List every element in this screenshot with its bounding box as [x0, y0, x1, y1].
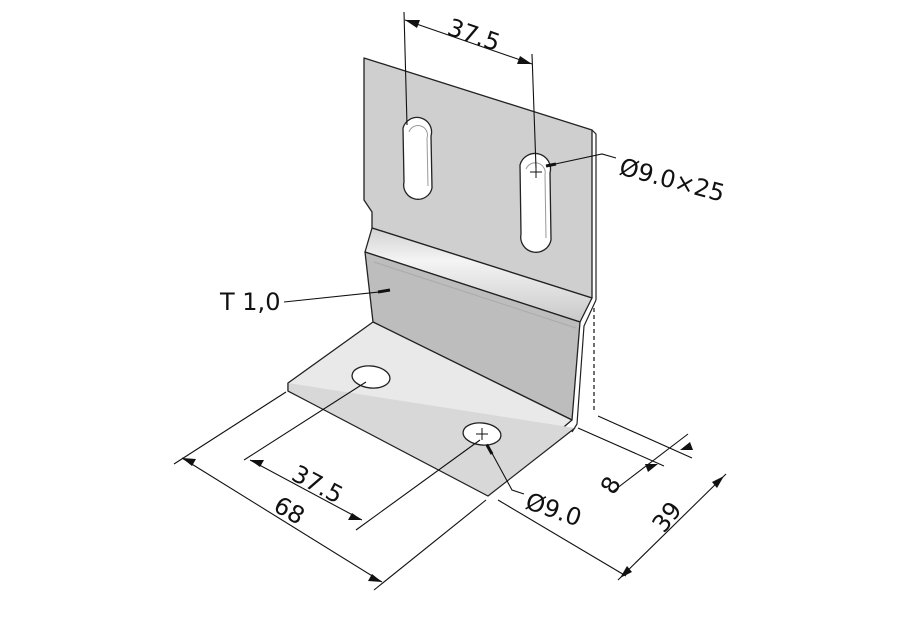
base-hole-left: [351, 365, 391, 389]
thickness-leader: T 1,0: [219, 288, 391, 316]
depth-label: 39: [647, 496, 688, 537]
slot-size-label: Ø9.0×25: [616, 153, 727, 208]
right-slot-inner: [525, 162, 547, 239]
offset-dimension: 8: [577, 415, 693, 499]
right-slot: [519, 152, 552, 253]
left-slot-inner: [408, 125, 429, 187]
slot-spacing-label: 37.5: [444, 13, 504, 57]
lower-plate-shade: [373, 261, 577, 329]
upper-plate-edge: [591, 129, 597, 300]
hole-center-mark: [476, 428, 488, 440]
length-label: 68: [269, 491, 309, 531]
base-plate-thickness: [287, 383, 576, 497]
thickness-label: T 1,0: [219, 288, 280, 316]
offset-label: 8: [595, 472, 627, 499]
left-slot: [402, 116, 433, 200]
hole-diameter-label: Ø9.0: [522, 487, 585, 532]
